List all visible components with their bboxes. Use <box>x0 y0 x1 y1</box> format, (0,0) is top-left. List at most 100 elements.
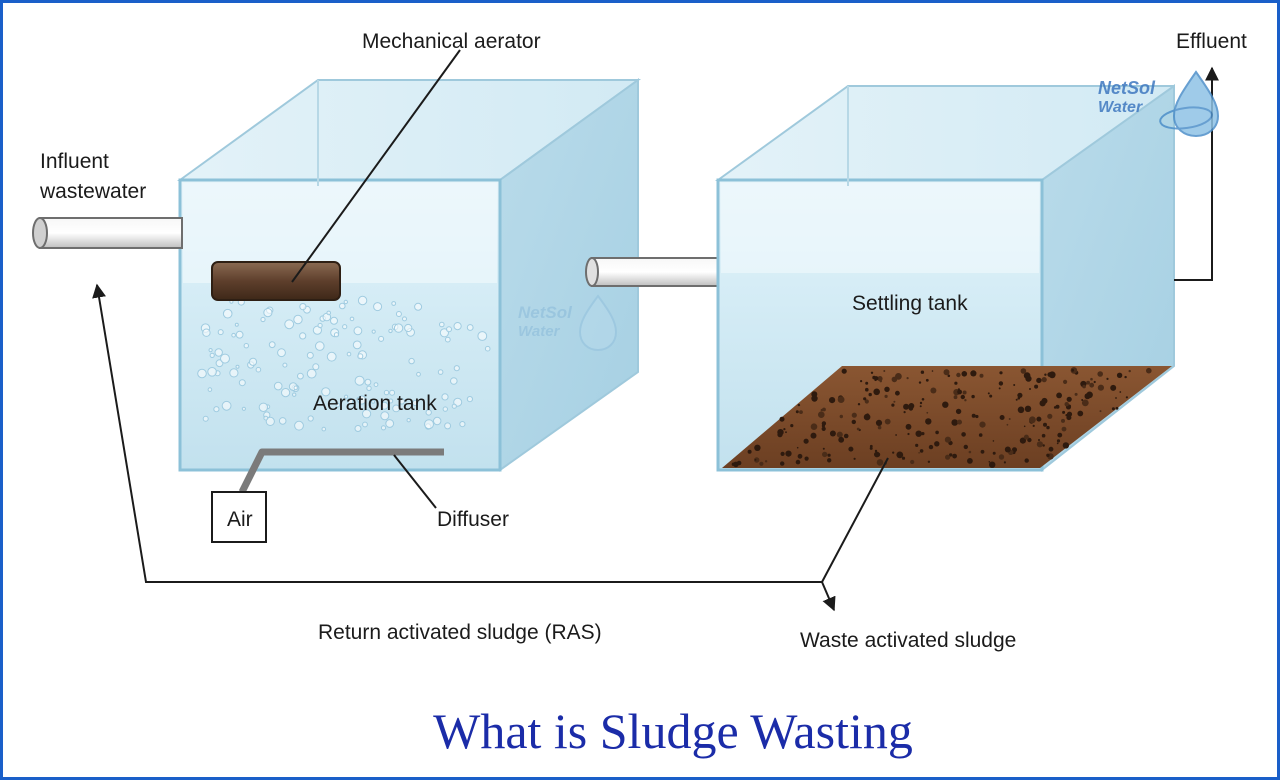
sludge-particle <box>1017 392 1023 398</box>
sludge-particle <box>979 421 986 428</box>
air-box <box>211 491 267 543</box>
sludge-particle <box>927 460 931 463</box>
sludge-particle <box>785 450 792 457</box>
sludge-particle <box>868 392 872 397</box>
sludge-particle <box>1106 377 1109 380</box>
bubble <box>282 362 288 368</box>
sludge-particle <box>884 394 888 398</box>
sludge-particle <box>1024 405 1032 412</box>
sludge-particle <box>919 405 922 408</box>
sludge-particle <box>857 403 861 406</box>
sludge-particle <box>1063 379 1068 384</box>
sludge-particle <box>956 372 961 378</box>
sludge-particle <box>1116 372 1123 378</box>
connecting-pipe-body <box>591 257 719 287</box>
sludge-particle <box>915 430 922 437</box>
bubble <box>349 316 355 322</box>
sludge-particle <box>804 456 809 461</box>
bubble <box>326 310 332 316</box>
sludge-particle <box>810 432 817 439</box>
sludge-particle <box>1041 433 1046 438</box>
bubble <box>412 399 419 407</box>
bubble <box>307 415 314 422</box>
bubble <box>344 394 349 399</box>
sludge-particle <box>1066 396 1072 402</box>
bubble <box>346 397 354 405</box>
sludge-particle <box>759 461 764 466</box>
bubble <box>389 389 396 396</box>
sludge-particle <box>1115 397 1117 399</box>
bubble <box>207 387 213 392</box>
sludge-particle <box>848 446 854 452</box>
sludge-particle <box>1003 461 1007 464</box>
bubble <box>380 401 389 410</box>
bubble <box>265 416 275 426</box>
effluent-arrow <box>1174 66 1219 281</box>
sludge-particle <box>1062 442 1070 449</box>
sludge-particle <box>978 433 983 437</box>
sludge-particle <box>953 395 958 400</box>
bubble <box>353 326 363 336</box>
sludge-particle <box>879 380 882 383</box>
sludge-particle <box>790 424 794 428</box>
bubble <box>292 392 297 397</box>
bubble <box>357 353 364 360</box>
sludge-particle <box>1097 371 1103 377</box>
bubble <box>317 322 323 329</box>
sludge-particle <box>988 461 991 463</box>
bubble <box>312 325 322 335</box>
sludge-particle <box>864 399 869 404</box>
bubble <box>441 393 449 401</box>
sludge-particle <box>1081 399 1084 401</box>
sludge-particle <box>785 431 787 434</box>
sludge-particle <box>731 462 736 466</box>
bubble <box>299 303 307 311</box>
sludge-particle <box>1017 406 1025 414</box>
sludge-particle <box>1097 384 1104 391</box>
sludge-particle <box>836 431 843 438</box>
sludge-particle <box>1043 422 1047 427</box>
sludge-particle <box>895 434 897 436</box>
connecting-pipe-opening <box>585 257 599 287</box>
bubble <box>214 348 223 357</box>
bubble <box>383 389 390 396</box>
bubble <box>209 352 215 358</box>
sludge-particle <box>851 412 857 418</box>
bubble <box>393 323 404 333</box>
sludge-particle <box>1046 425 1050 430</box>
sludge-particle <box>1099 410 1102 413</box>
bubble <box>388 328 393 334</box>
sludge-particle <box>1115 406 1119 410</box>
sludge-particle <box>860 380 863 383</box>
bubble <box>278 417 287 425</box>
bubble <box>425 409 432 416</box>
bubble <box>362 409 372 419</box>
sludge-particle <box>1015 398 1018 401</box>
sludge-particle <box>1017 396 1021 400</box>
sludge-particle <box>915 443 919 447</box>
sludge-particle <box>777 432 783 438</box>
sludge-particle <box>919 449 924 453</box>
sludge-particle <box>1008 418 1011 420</box>
influent-pipe <box>32 217 183 249</box>
sludge-particle <box>964 399 967 402</box>
sludge-particle <box>870 371 874 374</box>
bubble <box>388 398 394 404</box>
sludge-particle <box>1061 426 1067 432</box>
bubble <box>477 331 488 341</box>
bubble <box>356 397 361 402</box>
bubble <box>466 396 473 403</box>
sludge-particle <box>908 406 914 411</box>
sludge-particle <box>843 433 849 439</box>
sludge-particle <box>1048 446 1054 452</box>
sludge-particle <box>903 403 910 410</box>
sludge-particle <box>979 373 984 378</box>
bubble <box>238 379 246 387</box>
sludge-particle <box>783 428 786 431</box>
sludge-particle <box>863 397 867 401</box>
sludge-particle <box>1036 377 1042 384</box>
bubble <box>446 326 452 333</box>
bubble <box>222 308 233 319</box>
bubble <box>231 332 236 338</box>
bubble <box>235 364 240 369</box>
